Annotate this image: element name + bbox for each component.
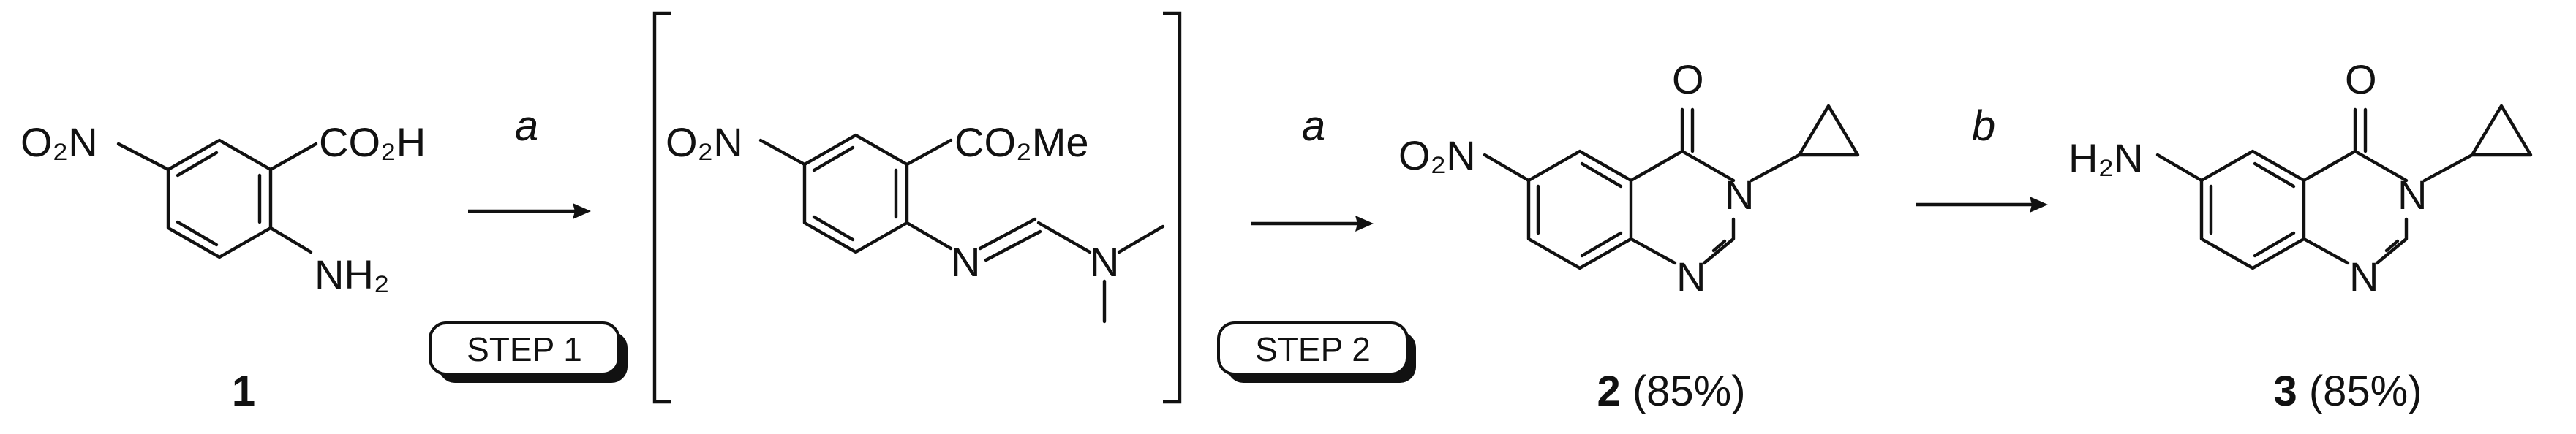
intermediate-ester-label: CO₂Me bbox=[954, 119, 1089, 165]
compound-1-structure bbox=[116, 138, 318, 259]
intermediate-imine-n-label: N bbox=[951, 239, 980, 285]
compound-2-n1-label: N bbox=[1676, 254, 1706, 300]
right-bracket bbox=[1163, 11, 1182, 404]
compound-3-yield: (85%) bbox=[2297, 368, 2422, 415]
step-1-label: STEP 1 bbox=[467, 330, 582, 368]
intermediate-no2-label: O₂N bbox=[666, 119, 743, 165]
reaction-arrow-3 bbox=[1916, 197, 2048, 213]
compound-3-caption: 3 (85%) bbox=[2273, 368, 2422, 415]
step-1-badge: STEP 1 bbox=[429, 321, 628, 383]
reagent-label-arrow-3: b bbox=[1972, 102, 1995, 150]
compound-2-yield: (85%) bbox=[1621, 368, 1746, 415]
left-bracket bbox=[652, 11, 671, 404]
step-2-label: STEP 2 bbox=[1255, 330, 1371, 368]
compound-1-no2-label: O₂N bbox=[20, 119, 98, 165]
compound-1-amine-label: NH₂ bbox=[315, 251, 390, 297]
compound-2-no2-label: O₂N bbox=[1398, 132, 1476, 178]
compound-3-n1-label: N bbox=[2349, 254, 2379, 300]
intermediate-structure bbox=[758, 133, 1165, 324]
reagent-label-arrow-2: a bbox=[1302, 102, 1325, 150]
intermediate-amine-n-label: N bbox=[1090, 239, 1119, 285]
compound-3-nh2-label: H₂N bbox=[2068, 135, 2144, 181]
compound-2-number: 2 bbox=[1597, 368, 1620, 415]
compound-2-caption: 2 (85%) bbox=[1597, 368, 1745, 415]
compound-1-number: 1 bbox=[232, 368, 255, 415]
reaction-arrow-1 bbox=[468, 203, 591, 219]
compound-2-oxo-label: O bbox=[1672, 56, 1704, 102]
reagent-label-arrow-1: a bbox=[515, 102, 538, 150]
compound-3-oxo-label: O bbox=[2345, 56, 2377, 102]
step-2-badge: STEP 2 bbox=[1217, 321, 1416, 383]
compound-2-structure bbox=[1483, 104, 1860, 270]
compound-1-acid-label: CO₂H bbox=[319, 119, 426, 165]
compound-3-number: 3 bbox=[2273, 368, 2297, 415]
reaction-arrow-2 bbox=[1251, 216, 1374, 232]
compound-2-n3-label: N bbox=[1725, 172, 1754, 218]
compound-3-n3-label: N bbox=[2398, 172, 2427, 218]
compound-3-structure bbox=[2155, 104, 2533, 270]
